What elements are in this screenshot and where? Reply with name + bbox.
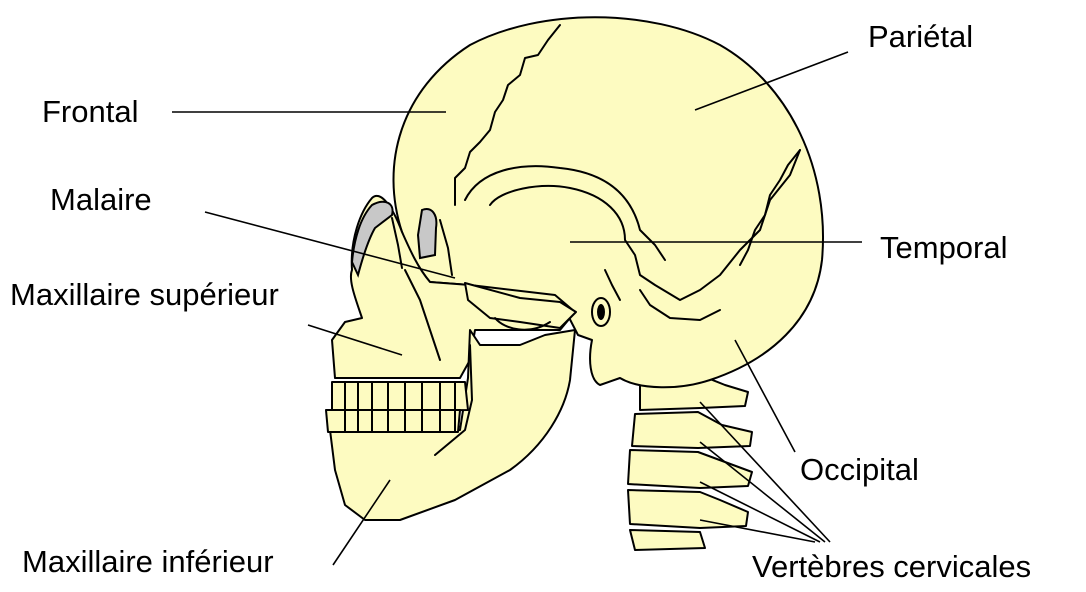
label-maxillaire-inferieur: Maxillaire inférieur — [22, 544, 274, 579]
label-parietal: Pariétal — [868, 19, 973, 54]
vertebra-4 — [628, 490, 748, 528]
vertebra-2 — [632, 412, 752, 448]
label-maxillaire-superieur: Maxillaire supérieur — [10, 277, 279, 312]
label-temporal: Temporal — [880, 230, 1008, 265]
vertebra-5 — [630, 530, 705, 550]
label-frontal: Frontal — [42, 94, 138, 129]
label-vertebres-cervicales: Vertèbres cervicales — [752, 549, 1031, 584]
upper-teeth — [332, 382, 468, 412]
ear-canal-hole — [597, 304, 605, 320]
orbit-shading-back — [418, 209, 436, 258]
teeth — [326, 382, 468, 432]
label-occipital: Occipital — [800, 452, 919, 487]
label-malaire: Malaire — [50, 182, 152, 217]
cervical-vertebrae — [628, 375, 752, 550]
